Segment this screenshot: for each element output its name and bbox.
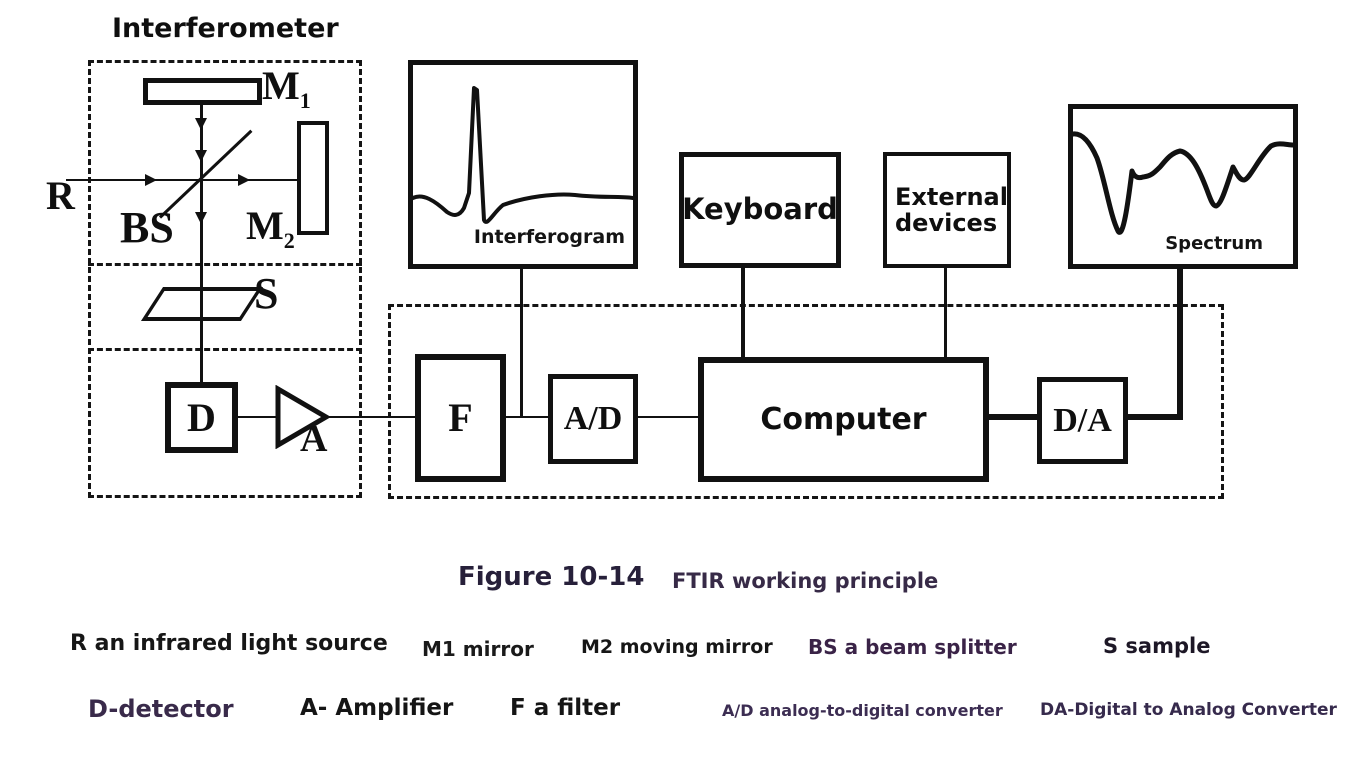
computer-label: Computer [760,402,927,437]
label-m2-base: M [246,203,284,248]
amplifier-triangle [275,385,331,449]
interferogram-plot: Interferogram [408,60,638,269]
beam-arrow-down-1 [195,118,207,130]
label-f: F [448,395,473,440]
label-adc: A/D [563,400,623,437]
keyboard-label: Keyboard [682,192,838,227]
diagram-title: Interferometer [112,13,339,44]
label-m1-base: M [262,63,300,108]
spectrum-plot: Spectrum [1068,104,1298,269]
computer-box: Computer [698,357,989,482]
filter-box: F [415,354,506,482]
dac-box: D/A [1037,377,1128,464]
external-computer-line [944,268,947,358]
label-m1: M1 [262,66,311,112]
mirror-m1-shape [143,78,262,105]
label-bs: BS [120,203,174,252]
adc-computer-line [637,416,698,418]
external-devices-label: External devices [895,182,1008,237]
legend-m1-mirror: M1 mirror [422,637,534,661]
beam-arrow-right-2 [238,174,250,186]
legend-filter: F a filter [510,695,621,721]
detector-amplifier-line [238,416,278,418]
label-d: D [187,394,216,440]
adc-box: A/D [548,374,638,464]
spectrum-label: Spectrum [1165,233,1263,254]
computer-dac-line [988,414,1037,420]
legend-beam-splitter: BS a beam splitter [808,635,1017,659]
interferogram-label: Interferogram [473,226,625,248]
interferogram-drop-line [520,269,523,418]
keyboard-box: Keyboard [679,152,841,268]
beam-arrow-down-2 [195,150,207,162]
legend-dac: DA-Digital to Analog Converter [1040,700,1337,720]
label-dac: D/A [1053,401,1112,439]
label-m2-sub: 2 [283,228,295,253]
label-m2: M2 [246,206,295,252]
vertical-beam-line [200,104,203,383]
legend-m2-mirror: M2 moving mirror [581,636,773,658]
label-s: S [254,269,279,318]
external-devices-box: External devices [883,152,1011,268]
legend-adc: A/D analog-to-digital converter [722,701,1003,720]
interferometer-dashed-box [88,60,362,498]
legend-sample: S sample [1103,634,1211,658]
figure-number: Figure 10-14 [458,562,645,592]
keyboard-computer-line [741,268,745,358]
label-a: A [300,418,328,460]
figure-title: FTIR working principle [672,569,939,593]
dac-spectrum-line-vertical [1177,268,1183,420]
interferometer-section-divider-2 [88,348,362,351]
label-m1-sub: 1 [299,88,311,113]
detector-box: D [165,382,238,453]
interferometer-section-divider-1 [88,263,362,266]
legend-amplifier: A- Amplifier [300,695,454,721]
mirror-m2-shape [297,121,329,235]
dac-spectrum-line-horizontal [1126,414,1183,420]
beam-arrow-down-3 [195,212,207,224]
legend-r-source: R an infrared light source [70,631,388,656]
computer-system-dashed-box [388,304,1224,499]
interferogram-curve [413,86,633,224]
source-beam-line [66,179,298,181]
amplifier-filter-line [326,416,416,418]
filter-adc-line [506,416,548,418]
legend-detector: D-detector [88,695,234,723]
spectrum-curve [1073,131,1293,235]
beam-arrow-right-1 [145,174,157,186]
label-r: R [46,173,75,218]
